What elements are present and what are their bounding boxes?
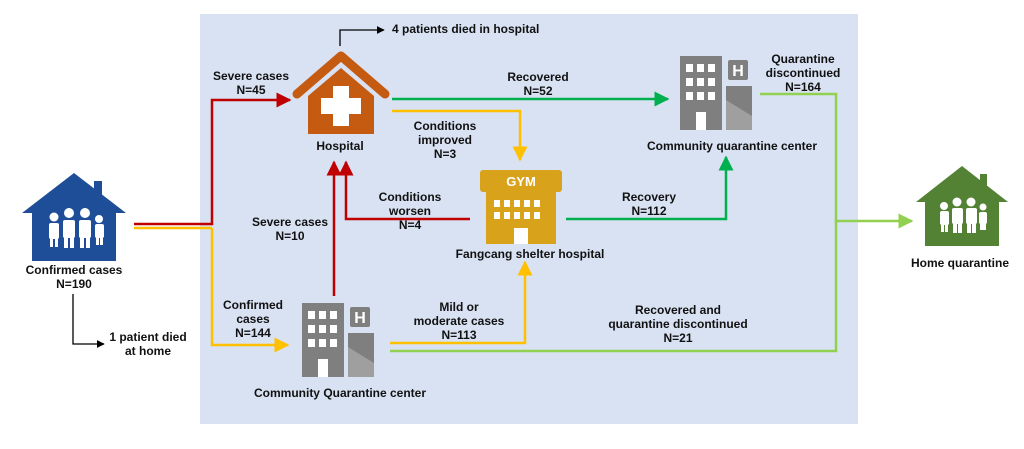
confirmed-cases-label: Confirmed cases N=190 [14, 263, 134, 291]
died-at-home-line2: at home [124, 344, 171, 358]
recovered-discontinued-21-line1: Recovered and [634, 303, 722, 317]
recovered-discontinued-21-line2: quarantine discontinued [608, 317, 748, 331]
home-quarantine-house-icon [916, 166, 1008, 246]
confirmed-cases-144-line2: cases [236, 312, 270, 326]
recovery-112-line1: Recovery [621, 190, 677, 204]
conditions-improved-line2: improved [417, 133, 472, 147]
recovered-discontinued-arrow-21 [390, 221, 838, 353]
conditions-worsen-label: Conditions worsen N=4 [370, 190, 450, 232]
severe-cases-45-line1: Severe cases [212, 69, 290, 83]
died-at-home-label: 1 patient died at home [106, 330, 190, 358]
badge-gym: GYM [506, 174, 536, 189]
died-at-home-line1: 1 patient died [109, 330, 187, 344]
severe-cases-10-line1: Severe cases [251, 215, 329, 229]
confirmed-cases-title: Confirmed cases [25, 263, 123, 277]
hospital-label: Hospital [316, 139, 364, 153]
conditions-improved-line1: Conditions [413, 119, 477, 133]
discontinued-arrow-164 [760, 92, 914, 229]
died-at-home-arrow [72, 294, 105, 348]
severe-cases-10-line2: N=10 [275, 229, 305, 243]
recovery-arrow-112 [566, 155, 734, 221]
severe-cases-10-label: Severe cases N=10 [246, 215, 334, 243]
severe-cases-45-label: Severe cases N=45 [206, 69, 296, 97]
mild-moderate-113-label: Mild or moderate cases N=113 [404, 300, 514, 342]
community-center-top-icon: H [680, 56, 752, 130]
community-center-bottom-label: Community Quarantine center [253, 386, 427, 400]
home-quarantine-label: Home quarantine [910, 256, 1009, 270]
confirmed-cases-144-line1: Confirmed [223, 298, 283, 312]
recovery-112-line2: N=112 [631, 204, 667, 218]
died-in-hospital-arrow [339, 26, 385, 46]
community-center-top-label: Community quarantine center [646, 139, 818, 153]
conditions-worsen-line2: worsen [388, 204, 431, 218]
recovered-discontinued-21-label: Recovered and quarantine discontinued N=… [598, 303, 758, 345]
confirmed-cases-144-label: Confirmed cases N=144 [214, 298, 292, 340]
conditions-improved-label: Conditions improved N=3 [405, 119, 485, 161]
community-center-bottom-icon: H [302, 303, 374, 377]
quarantine-discontinued-164-label: Quarantine discontinued N=164 [758, 52, 848, 94]
conditions-improved-line3: N=3 [433, 147, 457, 161]
mild-moderate-113-line2: moderate cases [413, 314, 505, 328]
fangcang-gym-icon: GYM [480, 170, 562, 244]
improved-arrow [392, 109, 528, 162]
quarantine-discontinued-164-line1: Quarantine [771, 52, 835, 66]
severe-cases-45-line2: N=45 [236, 83, 266, 97]
recovered-52-label: Recovered N=52 [490, 70, 586, 98]
conditions-worsen-line1: Conditions [378, 190, 442, 204]
recovery-112-label: Recovery N=112 [604, 190, 694, 218]
conditions-worsen-line3: N=4 [398, 218, 422, 232]
recovered-discontinued-21-line3: N=21 [663, 331, 693, 345]
hospital-icon [292, 51, 390, 134]
confirmed-cases-144-line3: N=144 [235, 326, 271, 340]
fangcang-label: Fangcang shelter hospital [455, 247, 605, 261]
confirmed-arrow-144 [210, 228, 290, 353]
confirmed-cases-house-icon [22, 173, 126, 261]
badge-h-top: H [732, 63, 744, 80]
severe-arrow-45 [134, 92, 292, 226]
confirmed-cases-count: N=190 [56, 277, 92, 291]
badge-h-bottom: H [354, 310, 366, 327]
recovered-52-line1: Recovered [507, 70, 569, 84]
recovered-52-line2: N=52 [523, 84, 553, 98]
mild-moderate-113-line3: N=113 [441, 328, 477, 342]
mild-moderate-113-line1: Mild or [439, 300, 479, 314]
worsen-arrow [338, 160, 470, 221]
quarantine-discontinued-164-line2: discontinued [765, 66, 841, 80]
died-in-hospital-label: 4 patients died in hospital [392, 22, 540, 36]
quarantine-discontinued-164-line3: N=164 [785, 80, 821, 94]
mild-arrow-113 [390, 260, 533, 345]
